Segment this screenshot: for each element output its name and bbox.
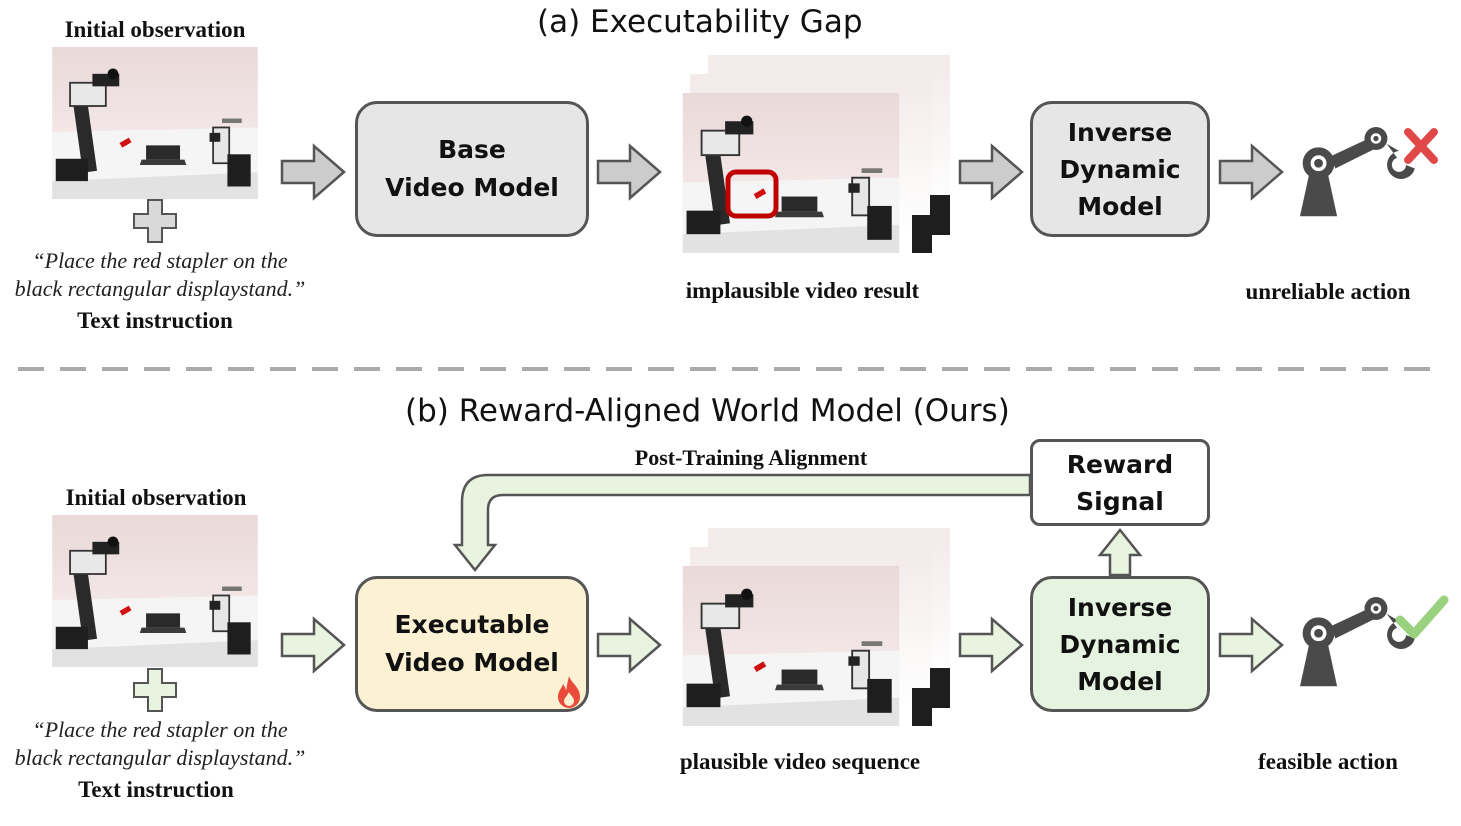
arrow-up-reward [1097,527,1143,577]
base-model-line-2: Video Model [385,173,559,202]
idm-line-2: Dynamic [1059,154,1181,184]
instruction-quote-top: “Place the red stapler on the black rect… [0,247,320,303]
idm-line-1: Inverse [1067,117,1173,147]
text-instruction-label-top: Text instruction [77,308,233,333]
instruction-line-2: black rectangular displaystand.” [14,745,306,770]
inverse-dynamic-model-box-bottom: Inverse Dynamic Model [1030,576,1210,712]
executable-video-model-box: Executable Video Model [355,576,589,712]
implausible-highlight-box [725,169,779,219]
idm-line-3: Model [1077,666,1163,696]
robot-arm-icon-top [1300,127,1415,217]
instruction-quote-bottom: “Place the red stapler on the black rect… [0,716,320,772]
arrow-bottom-3 [958,616,1024,674]
video-result-label-bottom: plausible video sequence [679,749,921,774]
initial-observation-label-bottom: Initial observation [65,485,247,510]
video-result-stack-bottom [681,528,950,726]
idm-line-1: Inverse [1067,592,1173,622]
arrow-top-3 [958,143,1024,201]
idm-line-2: Dynamic [1059,629,1181,659]
reward-signal-box: Reward Signal [1030,439,1210,526]
text-instruction-label-bottom: Text instruction [78,777,234,802]
post-training-loop-arrow [452,473,1032,573]
arrow-top-4 [1218,143,1284,201]
action-label-bottom: feasible action [1258,749,1398,774]
initial-observation-label-top: Initial observation [64,17,246,42]
instruction-line-1: “Place the red stapler on the [32,248,288,273]
arrow-bottom-2 [596,616,662,674]
arrow-top-1 [280,143,346,201]
plus-icon-bottom [133,668,177,712]
reward-line-2: Signal [1076,486,1164,516]
section-b-title: (b) Reward-Aligned World Model (Ours) [405,393,1010,429]
inverse-dynamic-model-box-top: Inverse Dynamic Model [1030,101,1210,237]
instruction-line-1: “Place the red stapler on the [32,717,288,742]
base-model-line-1: Base [438,135,506,164]
instruction-line-2: black rectangular displaystand.” [14,276,306,301]
action-label-top: unreliable action [1245,279,1411,304]
check-icon [1395,595,1449,639]
video-result-stack-top [681,55,950,253]
reward-line-1: Reward [1066,449,1174,479]
base-video-model-box: Base Video Model [355,101,589,237]
arrow-top-2 [596,143,662,201]
idm-line-3: Model [1077,191,1163,221]
post-training-alignment-label: Post-Training Alignment [634,445,868,470]
arrow-bottom-4 [1218,616,1284,674]
section-a-title: (a) Executability Gap [537,4,863,40]
exec-model-line-1: Executable [394,610,550,639]
initial-observation-image-bottom [51,515,259,667]
video-result-label-top: implausible video result [685,278,920,303]
exec-model-line-2: Video Model [385,648,559,677]
initial-observation-image-top [51,47,259,199]
arrow-bottom-1 [280,616,346,674]
plus-icon-top [133,199,177,243]
robot-arm-icon-bottom [1300,597,1415,687]
cross-icon [1404,128,1438,164]
flame-icon [558,676,580,708]
